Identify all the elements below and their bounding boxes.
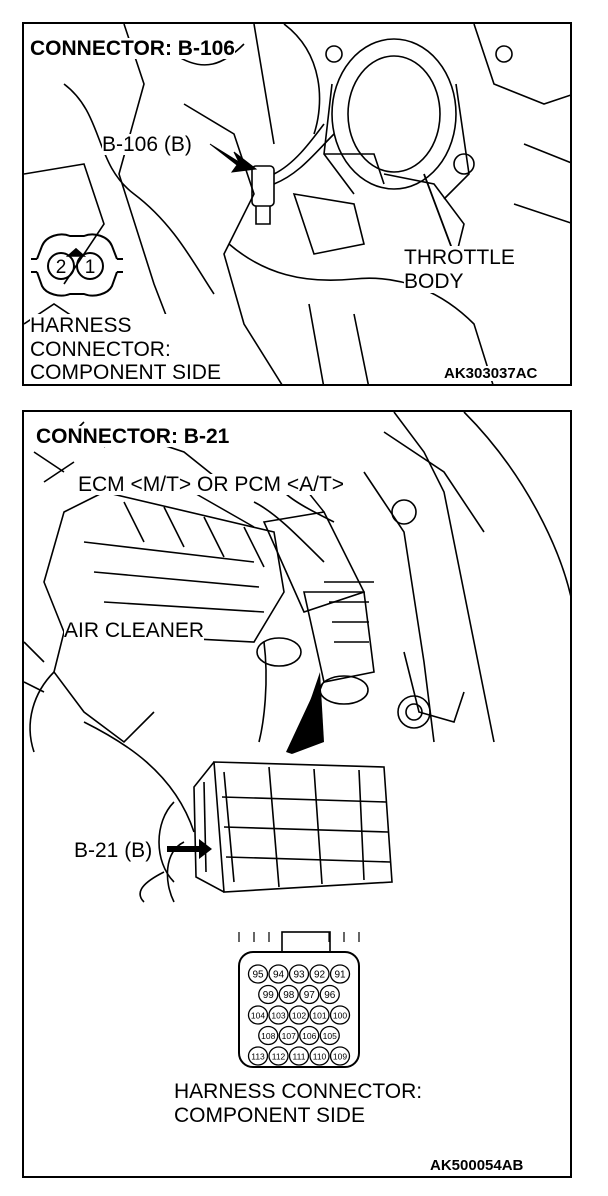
pin-103-circle <box>268 1005 289 1025</box>
pin-106-label: 106 <box>302 1031 316 1041</box>
callout-arrow <box>209 143 258 173</box>
pin-92-circle <box>309 964 330 984</box>
pin-91-circle <box>329 964 351 984</box>
pin-102-circle <box>288 1005 310 1025</box>
bottom-harness-connector-label: HARNESS CONNECTOR: COMPONENT SIDE <box>174 1080 423 1128</box>
pin-108-circle <box>258 1025 279 1046</box>
pin-110-circle <box>309 1046 330 1066</box>
throttle-body-label: THROTTLE BODY <box>404 246 515 294</box>
b106-callout-label: B-106 (B) <box>102 133 192 156</box>
pin-91-label: 91 <box>334 970 346 981</box>
pin-1-label: 1 <box>85 257 96 278</box>
pin-98-label: 98 <box>283 990 295 1001</box>
pin-106-circle <box>299 1025 320 1046</box>
pin-101-circle <box>309 1005 330 1025</box>
pin-99-label: 99 <box>263 990 275 1001</box>
pin-113-circle <box>247 1046 269 1066</box>
pin-103-label: 103 <box>271 1011 285 1021</box>
pin-94-label: 94 <box>273 970 285 981</box>
engine-bay-illustration-top: 2 1 <box>24 24 570 384</box>
pin-96-label: 96 <box>324 990 336 1001</box>
pin-107-circle <box>278 1025 299 1046</box>
pin-105-label: 105 <box>323 1031 337 1041</box>
pin-96-circle <box>319 984 340 1005</box>
pin-109-circle <box>329 1046 351 1066</box>
engine-bay-illustration-bottom: 95 94 93 92 91 99 98 97 96 104 103 102 101 100 108 107 1… <box>24 412 570 1068</box>
harness-connector-pin-grid: 95 94 93 92 91 99 98 97 96 104 103 102 101 100 108 107 1… <box>247 964 351 1066</box>
pin-105-circle <box>319 1025 340 1046</box>
pin-102-label: 102 <box>292 1011 306 1021</box>
pin-112-circle <box>268 1046 289 1066</box>
b21-callout-label: B-21 (B) <box>74 839 153 862</box>
pin-95-circle <box>247 964 269 984</box>
pin-107-label: 107 <box>282 1031 296 1041</box>
bottom-panel-title: CONNECTOR: B-21 <box>36 425 230 448</box>
pin-104-label: 104 <box>251 1011 265 1021</box>
pin-100-label: 100 <box>333 1011 347 1021</box>
pin-100-circle <box>329 1005 351 1025</box>
pin-108-label: 108 <box>261 1031 275 1041</box>
pin-104-circle <box>247 1005 269 1025</box>
pin-95-label: 95 <box>252 970 264 981</box>
pin-93-circle <box>288 964 310 984</box>
pin-99-circle <box>258 984 279 1005</box>
b21-arrow <box>167 839 212 859</box>
pin-93-label: 93 <box>293 970 305 981</box>
pin-94-circle <box>268 964 289 984</box>
air-cleaner-label: AIR CLEANER <box>64 619 205 642</box>
pin-110-label: 110 <box>313 1052 327 1062</box>
pin-113-label: 113 <box>251 1052 265 1062</box>
top-panel-title: CONNECTOR: B-106 <box>30 37 235 60</box>
pin-111-label: 111 <box>293 1052 306 1062</box>
top-figure-code: AK303037AC <box>444 365 538 382</box>
pin-109-label: 109 <box>333 1052 347 1062</box>
pin-2-label: 2 <box>56 257 67 278</box>
top-diagram-panel: 2 1 CONNECTOR: B-106 B-106 (B) THROTTLE … <box>22 22 572 386</box>
top-harness-connector-label: HARNESS CONNECTOR: COMPONENT SIDE <box>30 314 221 385</box>
pin-92-label: 92 <box>314 970 326 981</box>
pin-97-circle <box>299 984 320 1005</box>
bottom-figure-code: AK500054AB <box>430 1157 524 1174</box>
pin-112-label: 112 <box>272 1052 286 1062</box>
bottom-diagram-panel: 95 94 93 92 91 99 98 97 96 104 103 102 101 100 108 107 1… <box>22 410 572 1178</box>
pin-111-circle <box>288 1046 310 1066</box>
pin-101-label: 101 <box>312 1011 326 1021</box>
pin-98-circle <box>278 984 299 1005</box>
pin-97-label: 97 <box>304 990 316 1001</box>
ecm-pcm-label: ECM <M/T> OR PCM <A/T> <box>78 473 345 496</box>
